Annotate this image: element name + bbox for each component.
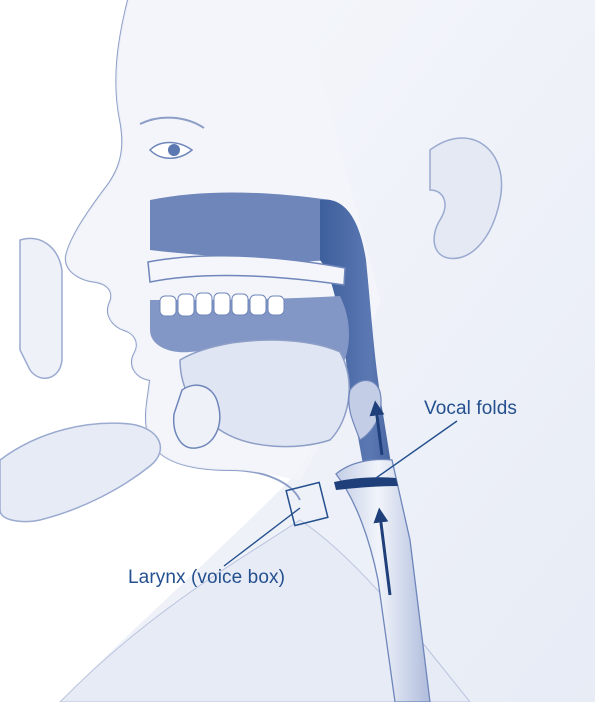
- vocal-folds-label: Vocal folds: [424, 398, 517, 420]
- larynx-label: Larynx (voice box): [128, 567, 285, 589]
- hand-fingers: [20, 238, 62, 378]
- nasal-cavity: [150, 193, 336, 263]
- jaw-bone: [174, 385, 220, 448]
- hand-palm: [0, 423, 160, 521]
